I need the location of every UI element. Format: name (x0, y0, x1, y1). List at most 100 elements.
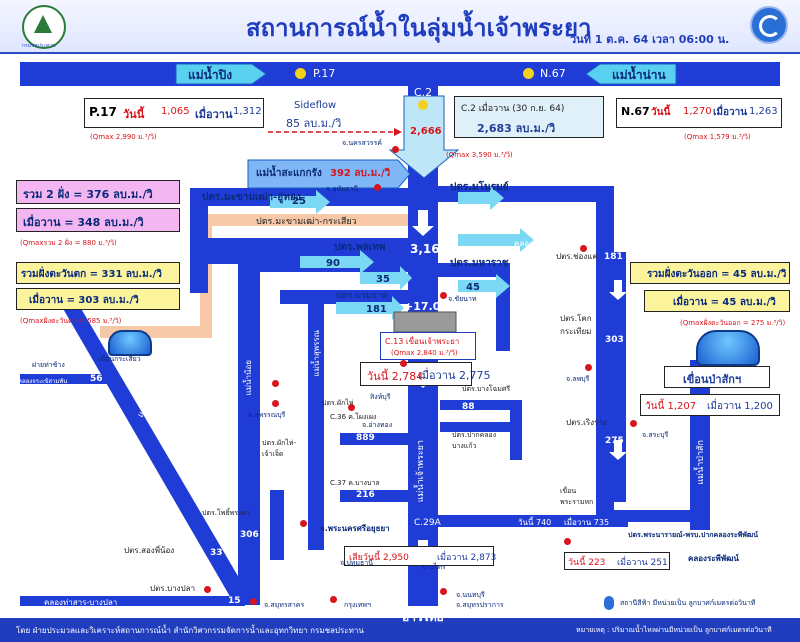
pasak-today: วันนี้ 1,207 (645, 401, 697, 412)
label-bangkok: กรุงเทพฯ (344, 601, 371, 609)
label-samutprakan: จ.สมุทรปราการ (456, 601, 504, 609)
west-yesterday-box: เมื่อวาน = 303 ลบ.ม./วิ (16, 288, 180, 310)
label-pho-phraya: ปตร.โพธิ์พระยา (202, 509, 250, 517)
c2-box: C.2 เมื่อวาน (30 ก.ย. 64) 2,683 ลบ.ม./วิ (454, 96, 604, 138)
c2-label: C.2 เมื่อวาน (30 ก.ย. 64) (461, 104, 565, 114)
num-51: 51 (462, 411, 474, 420)
label-khok-krathiam: ปตร.โคก กระเทียม (560, 314, 592, 336)
c29a-yesterday: เมื่อวาน 2,873 (437, 553, 497, 563)
p17-top-code: P.17 (313, 67, 336, 80)
label-mahasarakham-krasiew: ปตร.มะขามเฒ่า-กระเสียว (256, 217, 357, 227)
c2-today-value: 2,666 (410, 126, 442, 137)
c29a-box: เสียวันนี้ 2,950 เมื่อวาน 2,873 (344, 546, 497, 566)
c13-today-box: วันนี้ 2,784 (360, 362, 472, 386)
label-suphan: จ.สุพรรณบุรี (248, 411, 286, 419)
n67-today-value: 1,270 (683, 106, 712, 117)
krasiew-dam-icon (108, 330, 152, 356)
label-chao-phraya-river: แม่น้ำเจ้าพระยา (416, 440, 426, 503)
both-sides-qmax: (Qmaxรวม 2 ฝั่ง = 880 ม.³/วิ) (20, 239, 117, 247)
n67-code: N.67 (621, 105, 650, 118)
num-35: 35 (376, 274, 390, 285)
label-pasak-river: แม่น้ำป่าสัก (696, 440, 706, 485)
num-889: 889 (356, 433, 375, 443)
label-lopburi: จ.ลพบุรี (566, 375, 590, 383)
p17-today-label: วันนี้ (123, 108, 145, 121)
label-suphan-river: แม่น้ำสุพรรณ (312, 330, 321, 377)
label-bangsai: บางไทร (422, 563, 446, 571)
label-manorom: ปตร.มโนรมย์ (450, 182, 509, 193)
n67-today-label: วันนี้ (651, 107, 671, 118)
label-bang-kaew: ปตร.ปากคลองบางแก้ว (452, 431, 497, 450)
east-yesterday-box: เมื่อวาน = 45 ลบ.ม./วิ (644, 290, 790, 312)
num-90: 90 (326, 258, 340, 269)
n67-station-dot (523, 68, 534, 79)
label-c37: C.37 ค.บางบาล (330, 479, 380, 487)
station-dot (400, 360, 407, 367)
label-singburi: สิงห์บุรี (370, 393, 391, 401)
east-yesterday: เมื่อวาน = 45 ลบ.ม./วิ (673, 297, 776, 308)
label-bang-pla: ปตร.บางปลา (150, 584, 196, 593)
label-maharaj: ปตร.มหาราช (450, 258, 509, 269)
c29a-today: เสียวันนี้ 2,950 (349, 553, 409, 563)
station-dot (585, 364, 592, 371)
west-total-box: รวมฝั่งตะวันตก = 331 ลบ.ม./วิ (16, 262, 180, 284)
footer-note: หมายเหตุ : ปริมาณน้ำไหลผ่านมีหน่วยเป็น ล… (576, 626, 772, 634)
station-dot (440, 292, 447, 299)
num-181a: 181 (366, 304, 387, 315)
label-angthong: จ.อ่างทอง (362, 421, 393, 429)
label-pathumthani: จ.ปทุมธานี (340, 559, 373, 567)
num-88: 88 (462, 402, 475, 412)
label-chainat: จ.ชัยนาท (448, 295, 477, 303)
num-216: 216 (356, 490, 375, 500)
c29a-code: C.29A (414, 518, 441, 528)
east-total: รวมฝั่งตะวันออก = 45 ลบ.ม./วิ (647, 269, 787, 280)
label-borommathat: ปตร.บรมธาตุ (336, 291, 389, 301)
c2-value: 2,683 ลบ.ม./วิ (477, 122, 556, 135)
logo-right-icon (750, 6, 788, 44)
pasak-dam-icon (696, 330, 760, 366)
label-song-phi-nong: ปตร.สองพี่น้อง (124, 546, 175, 555)
both-sides-yesterday: เมื่อวาน = 348 ลบ.ม./วิ (23, 216, 144, 229)
rama6-yesterday: เมื่อวาน 735 (564, 518, 610, 527)
c2-station-dot (418, 100, 428, 110)
station-dot (580, 245, 587, 252)
label-khlong-chorakhe: คลองจระเข้สามพัน (18, 378, 68, 385)
east-total-box: รวมฝั่งตะวันออก = 45 ลบ.ม./วิ (630, 262, 790, 284)
station-dot (204, 586, 211, 593)
num-303: 303 (605, 335, 624, 345)
n67-top-code: N.67 (540, 67, 566, 80)
n67-yesterday-label: เมื่อวาน (713, 107, 748, 118)
station-dot (630, 420, 637, 427)
label-gulf: อ่าวไทย (402, 610, 444, 624)
station-dot (272, 380, 279, 387)
p17-box: P.17 วันนี้ 1,065 เมื่อวาน 1,312 (84, 98, 264, 128)
both-sides-yesterday-box: เมื่อวาน = 348 ลบ.ม./วิ (16, 208, 180, 232)
label-phak-hai: ปตร.ผักไห่ (322, 399, 354, 407)
label-khlong-tha-san: คลองท่าสาร-บางปลา (44, 598, 118, 607)
p17-yesterday-value: 1,312 (233, 106, 262, 117)
nan-river-label: แม่น้ำน่าน (612, 68, 666, 82)
label-rama6-sluice: ปตร.พระนารายณ์-พรบ.ปากคลองระพีพัฒน์ (628, 531, 758, 539)
west-qmax: (Qmaxฝั่งตะวันตก = 585 ม.³/วิ) (20, 317, 122, 325)
label-mahasarakham-tuddong: ปตร.มะขามเฒ่า-อู่ทอง (202, 192, 301, 203)
label-khlong-raphiphat: คลองระพีพัฒน์ (688, 554, 739, 563)
sakae-value: 392 ลบ.ม./วิ (330, 168, 391, 179)
num-3160: 3,160 (410, 242, 448, 256)
station-dot (272, 400, 279, 407)
p17-today-value: 1,065 (161, 106, 190, 117)
pasak-yesterday: เมื่อวาน 1,200 (707, 401, 773, 412)
station-dot (374, 184, 381, 191)
footer-credit: โดย ฝ่ายประมวลและวิเคราะห์สถานการณ์น้ำ ส… (16, 626, 364, 635)
date-text: วันที่ 1 ต.ค. 64 เวลา 06:00 น. (570, 33, 730, 46)
label-khlong-lek2: คลองเล็ก (514, 239, 546, 248)
label-samutsakhon: จ.สมุทรสาคร (264, 601, 305, 609)
sideflow-value: 85 ลบ.ม./วิ (286, 117, 342, 130)
num-56: 56 (90, 374, 103, 384)
footer-legend-dot (604, 596, 614, 610)
rama6-today: วันนี้ 740 (518, 518, 552, 527)
num-25: 25 (292, 196, 306, 207)
pasak-dam-label-box: เขื่อนป่าสักฯ (664, 366, 770, 388)
label-nonthaburi: จ.นนทบุรี (456, 591, 485, 599)
both-sides-total-box: รวม 2 ฝั่ง = 376 ลบ.ม./วิ (16, 180, 180, 204)
